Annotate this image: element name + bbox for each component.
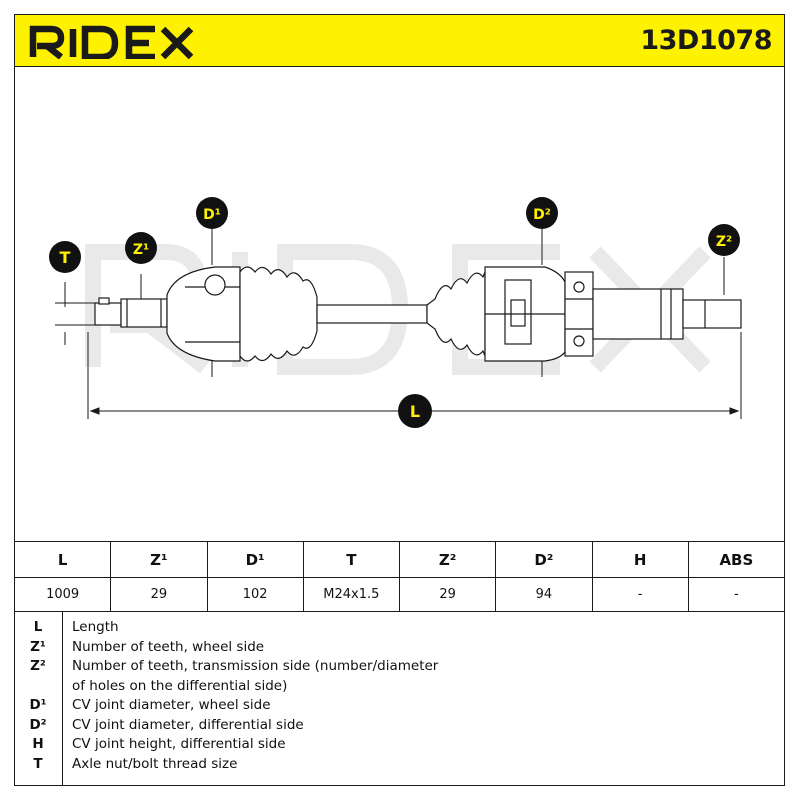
legend-code: H xyxy=(32,736,44,752)
value-Z2: 29 xyxy=(398,577,497,612)
value-H: - xyxy=(591,577,689,612)
legend-row: D² CV joint diameter, differential side xyxy=(14,717,785,737)
marker-Z2-label: Z² xyxy=(716,234,732,250)
part-number: 13D1078 xyxy=(640,25,772,56)
legend-code: Z¹ xyxy=(30,638,46,655)
legend-row: Z¹ Number of teeth, wheel side xyxy=(14,639,785,659)
marker-D1-label: D¹ xyxy=(203,207,221,223)
legend-code: T xyxy=(33,755,43,772)
header-T: T xyxy=(302,541,401,578)
legend-text: of holes on the differential side) xyxy=(72,677,288,694)
marker-D2-label: D² xyxy=(533,207,551,223)
header-D2: D² xyxy=(495,541,593,578)
value-L: 1009 xyxy=(13,577,112,612)
legend-code: Z² xyxy=(30,658,46,674)
legend-divider xyxy=(62,611,63,786)
legend-text: Number of teeth, transmission side (numb… xyxy=(72,658,439,674)
marker-T-label: T xyxy=(60,248,71,267)
value-D1: 102 xyxy=(206,577,304,612)
spec-header-row: L Z¹ D¹ T Z² D² H ABS xyxy=(13,541,786,578)
ridex-logo-mark xyxy=(29,25,194,61)
legend-row: H CV joint height, differential side xyxy=(14,736,785,756)
marker-D1: D¹ xyxy=(196,197,228,229)
legend-row: D¹ CV joint diameter, wheel side xyxy=(14,697,785,717)
legend-text: CV joint diameter, wheel side xyxy=(72,697,271,713)
value-ABS: - xyxy=(687,577,786,612)
header-L: L xyxy=(13,541,112,578)
legend-text: Axle nut/bolt thread size xyxy=(72,755,238,772)
legend-code: D¹ xyxy=(29,697,47,713)
marker-L-label: L xyxy=(410,402,420,421)
spec-table: L Z¹ D¹ T Z² D² H ABS 1009 29 102 M24x1.… xyxy=(13,541,786,612)
marker-Z1-label: Z¹ xyxy=(133,242,149,258)
legend-text: Number of teeth, wheel side xyxy=(72,638,265,655)
legend-code: L xyxy=(33,619,43,635)
header-Z2: Z² xyxy=(398,541,497,578)
legend-row: Z² Number of teeth, transmission side (n… xyxy=(14,658,785,678)
header-bar: 13D1078 xyxy=(14,14,785,67)
marker-D2: D² xyxy=(526,197,558,229)
legend-text: Length xyxy=(72,619,119,635)
value-D2: 94 xyxy=(495,577,593,612)
value-T: M24x1.5 xyxy=(302,577,401,612)
header-D1: D¹ xyxy=(206,541,304,578)
legend-row: of holes on the differential side) xyxy=(14,678,785,698)
header-H: H xyxy=(591,541,689,578)
header-Z1: Z¹ xyxy=(110,541,208,578)
spec-value-row: 1009 29 102 M24x1.5 29 94 - - xyxy=(13,577,786,612)
legend-row: L Length xyxy=(14,619,785,639)
legend-code: D² xyxy=(29,716,47,733)
driveshaft-body xyxy=(94,266,742,362)
legend: L Length Z¹ Number of teeth, wheel side … xyxy=(14,611,785,786)
legend-text: CV joint diameter, differential side xyxy=(72,716,304,733)
marker-Z1: Z¹ xyxy=(125,232,157,264)
legend-text: CV joint height, differential side xyxy=(72,736,286,752)
driveshaft-svg: T Z¹ D¹ D² Z² L xyxy=(49,197,742,428)
marker-T: T xyxy=(49,241,81,273)
header-ABS: ABS xyxy=(687,541,786,578)
brand-logo xyxy=(29,23,199,63)
driveshaft-drawing: T Z¹ D¹ D² Z² L xyxy=(15,67,784,542)
marker-L: L xyxy=(398,394,432,428)
value-Z1: 29 xyxy=(110,577,208,612)
marker-Z2: Z² xyxy=(708,224,740,256)
legend-row: T Axle nut/bolt thread size xyxy=(14,756,785,776)
